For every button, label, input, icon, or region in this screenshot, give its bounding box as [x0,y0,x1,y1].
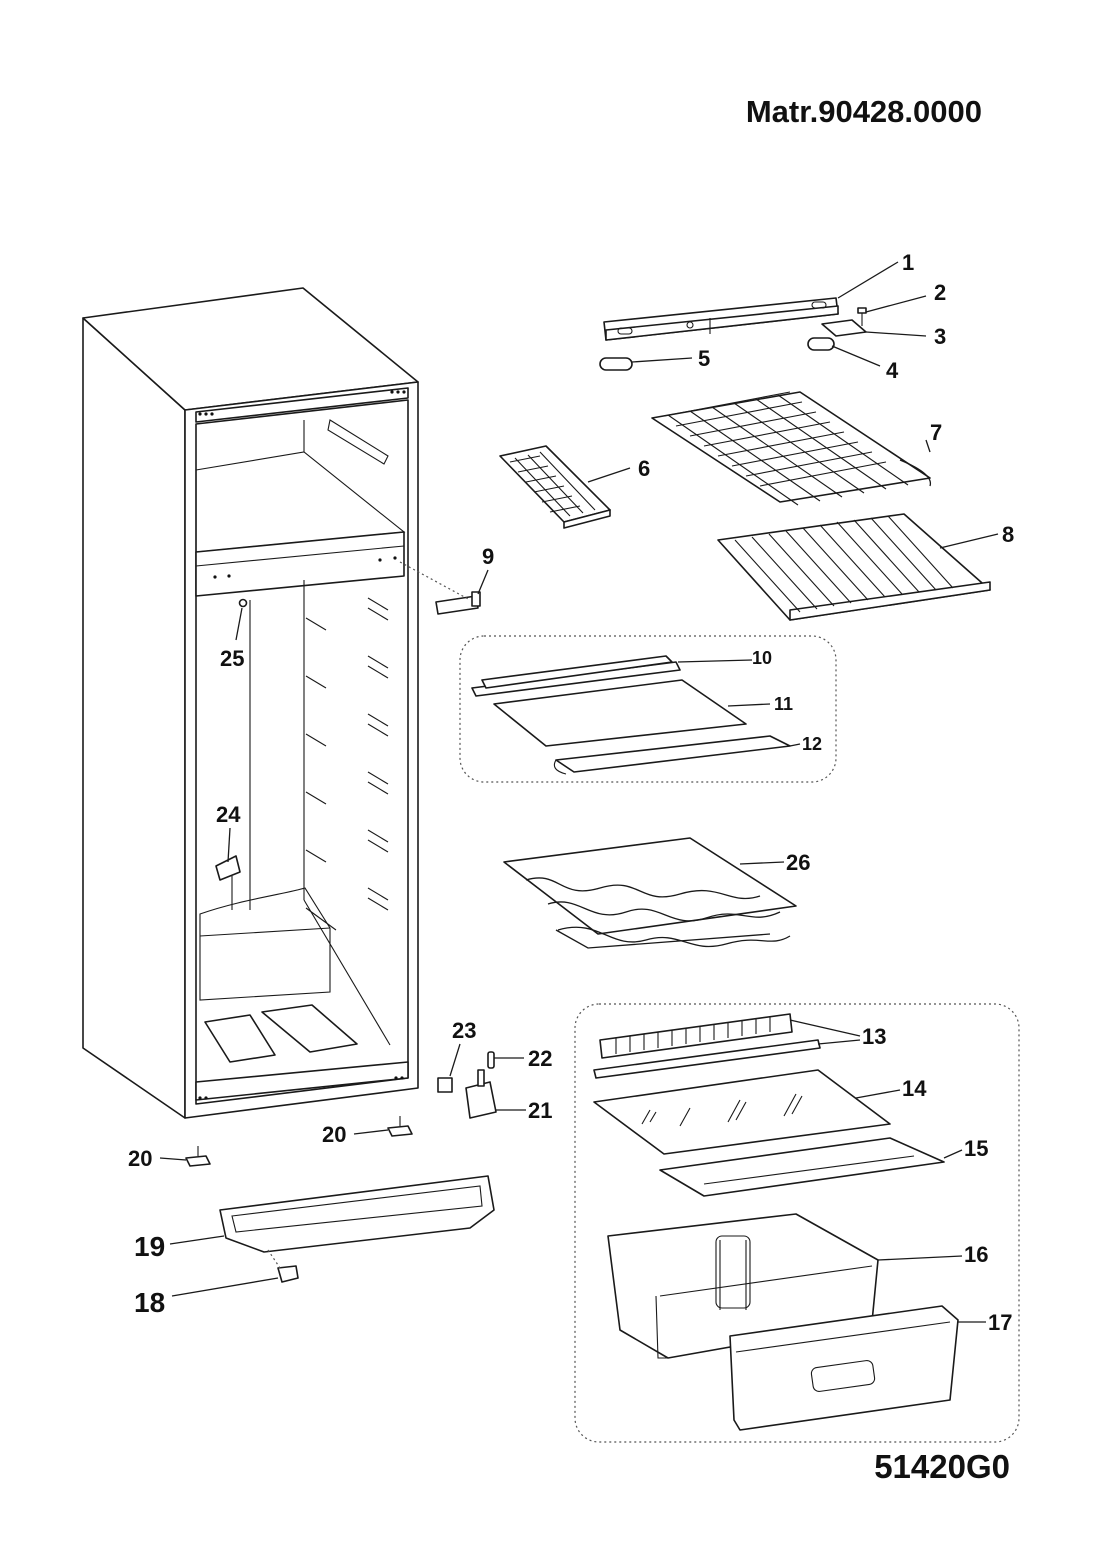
callout-14: 14 [902,1076,927,1101]
part-2-screw [857,307,867,326]
thermostat-probe-24 [215,855,241,910]
callout-11: 11 [774,694,793,714]
callout-4: 4 [886,358,899,383]
part-15-crisper-trim [659,1137,945,1197]
callout-labels: 1 2 3 4 5 6 7 8 9 10 11 12 26 13 14 15 1… [128,250,1014,1335]
part-20-foot-right [387,1116,413,1137]
part-1-top-strip [603,297,839,341]
callout-10: 10 [752,648,772,668]
part-18-clip [277,1265,299,1283]
callout-18: 18 [134,1287,165,1318]
callout-24: 24 [216,802,241,827]
callout-7: 7 [930,420,942,445]
plug-25 [238,598,248,608]
part-17-drawer-front [729,1305,959,1431]
callout-22: 22 [528,1046,552,1071]
part-11-glass-panel [493,679,747,747]
callout-26: 26 [786,850,810,875]
part-8-shelf-frame [717,513,991,621]
part-22-pin [487,1051,495,1069]
part-26-bottle-rack [503,837,797,949]
callout-16: 16 [964,1242,988,1267]
callout-15: 15 [964,1136,988,1161]
part-13-crisper-rail [593,1013,821,1079]
callout-21: 21 [528,1098,552,1123]
callout-6: 6 [638,456,650,481]
callout-12: 12 [802,734,822,754]
callout-19: 19 [134,1231,165,1262]
fridge-cabinet [82,287,419,1119]
callout-8: 8 [1002,522,1014,547]
callout-1: 1 [902,250,914,275]
part-19-plinth [219,1175,495,1253]
part-4-cover [807,337,835,351]
part-9-bracket [435,591,481,615]
callout-23: 23 [452,1018,476,1043]
callout-25: 25 [220,646,244,671]
callout-20-right: 20 [322,1122,346,1147]
callout-2: 2 [934,280,946,305]
drawing-code: 51420G0 [874,1448,1010,1485]
material-code: Matr.90428.0000 [746,94,982,129]
part-14-crisper-glass [593,1069,891,1155]
callout-17: 17 [988,1310,1012,1335]
part-3-hinge [821,319,867,337]
callout-5: 5 [698,346,710,371]
part-7-wire-shelf [651,391,932,506]
part-23-block [437,1077,453,1093]
callout-13: 13 [862,1024,886,1049]
leader-lines [159,261,999,1323]
group-box-10-12 [459,635,837,783]
part-5-cap [599,357,633,371]
part-21-hinge-bracket [465,1069,497,1119]
callout-3: 3 [934,324,946,349]
callout-9: 9 [482,544,494,569]
callout-20-left: 20 [128,1146,152,1171]
part-20-foot-left [185,1146,211,1167]
part-10-shelf-rail [471,655,681,697]
part-6-ice-tray [499,445,611,529]
